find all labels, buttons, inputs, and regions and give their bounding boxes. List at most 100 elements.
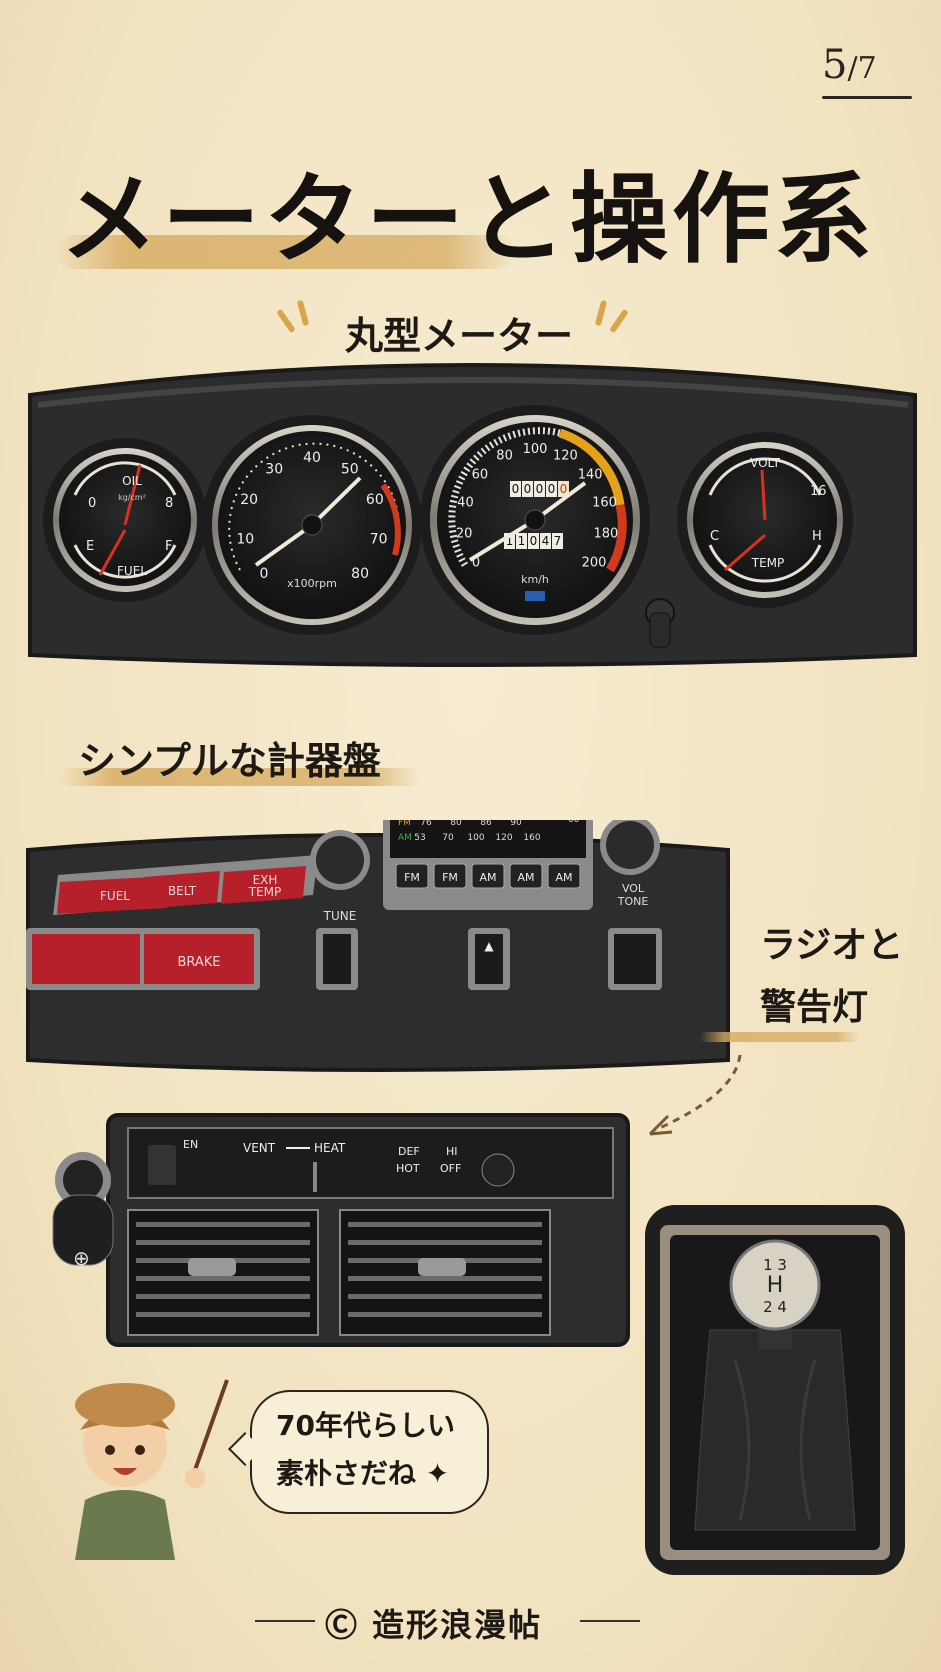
- speed-tick-label: 40: [457, 495, 474, 510]
- warning-lights-row2: BRAKE: [26, 928, 260, 990]
- trip-reset-knob[interactable]: [645, 598, 675, 648]
- sparkle-mark: [594, 299, 608, 327]
- temp-hot: H: [812, 529, 822, 544]
- tone-label: TONE: [617, 895, 649, 908]
- oil-max: 8: [165, 496, 173, 511]
- fan-switch[interactable]: [148, 1145, 176, 1185]
- vent-louver: [348, 1312, 542, 1317]
- volt-max: 16: [810, 484, 827, 499]
- vent-louver: [348, 1240, 542, 1245]
- rocker-switch-left[interactable]: [316, 928, 358, 990]
- dash-heading-brush: [60, 768, 420, 786]
- gear-bottom-label: 2 4: [763, 1298, 787, 1316]
- fm-scale-label: 80: [450, 820, 462, 828]
- guide-character: [75, 1379, 229, 1560]
- hazard-switch[interactable]: ▲: [468, 928, 510, 990]
- speed-tick-label: 0: [472, 555, 480, 570]
- digit-cell: [528, 533, 539, 549]
- speed-tick-label: 80: [496, 449, 513, 464]
- warning-light-label: BELT: [168, 884, 197, 898]
- tach-needle: [254, 523, 314, 567]
- temp-cold: C: [710, 529, 719, 544]
- speed-tick-label: 120: [553, 449, 578, 464]
- odometer-digit: 0: [530, 534, 538, 548]
- temp-slider[interactable]: [313, 1162, 317, 1192]
- tach-tick-label: 60: [366, 492, 384, 508]
- tach-tick-label: 70: [370, 531, 388, 547]
- high-beam-indicator: [525, 591, 545, 601]
- digit-cell: [516, 533, 527, 549]
- digit-cell: [534, 481, 545, 497]
- fm-scale-label: 86: [480, 820, 492, 828]
- radio-heading: ラジオと 警告灯: [760, 915, 903, 1039]
- shift-knob[interactable]: 1 3 H 2 4: [729, 1239, 821, 1331]
- vent-louver: [136, 1240, 310, 1245]
- tune-knob[interactable]: [310, 830, 370, 890]
- speech-bubble: [250, 1390, 489, 1514]
- svg-text:▲: ▲: [484, 939, 494, 953]
- radio-heading-brush: [700, 1032, 860, 1042]
- am-scale-label: 53: [414, 833, 425, 843]
- preset-button[interactable]: [547, 863, 581, 889]
- odometer-digit: 4: [542, 534, 550, 548]
- warning-light-brake: [144, 934, 254, 984]
- volt-needle: [760, 469, 767, 521]
- tach-tick-label: 40: [303, 450, 321, 466]
- digit-cell: [522, 481, 533, 497]
- trip-digit: 0: [548, 482, 556, 496]
- brake-label: BRAKE: [177, 955, 220, 970]
- footer-credit: Ⓒ 造形浪漫帖: [325, 1606, 543, 1644]
- heat-label: HEAT: [314, 1141, 346, 1155]
- digit-cell: [558, 481, 569, 497]
- rocker-switch-right[interactable]: [608, 928, 662, 990]
- fuel-needle: [98, 529, 127, 576]
- am-scale-label: 160: [523, 833, 540, 843]
- fm-scale-label: 76: [420, 820, 432, 828]
- radio-am-band: AM: [398, 833, 412, 843]
- volume-knob[interactable]: [600, 820, 660, 875]
- vent-label: VENT: [243, 1141, 276, 1155]
- fuel-full: F: [165, 539, 172, 554]
- speed-tick-label: 180: [593, 527, 618, 542]
- trip-digit: 0: [524, 482, 532, 496]
- air-vent-right[interactable]: [339, 1209, 551, 1336]
- gear-pattern: H: [767, 1273, 784, 1298]
- odometer-digit: 7: [554, 534, 562, 548]
- tach-tick-label: 20: [240, 492, 258, 508]
- jacket: [75, 1490, 175, 1560]
- speed-tick-label: 200: [582, 555, 607, 570]
- warning-light-label: TEMP: [248, 885, 282, 899]
- odometer-digit: 1: [518, 534, 526, 548]
- def-label: DEF: [398, 1145, 420, 1158]
- digit-cell: [546, 481, 557, 497]
- preset-button[interactable]: [471, 863, 505, 889]
- trip-digit: 0: [512, 482, 520, 496]
- sparkle-mark: [276, 308, 296, 334]
- warning-light-blank: [32, 934, 140, 984]
- heater-knob[interactable]: [481, 1153, 515, 1187]
- tach-tick-label: 80: [351, 566, 369, 582]
- radio-heading-line1: ラジオと: [760, 925, 904, 966]
- air-vent-left[interactable]: [127, 1209, 319, 1336]
- preset-button-label: FM: [404, 871, 420, 884]
- preset-button[interactable]: [509, 863, 543, 889]
- preset-button[interactable]: [433, 863, 467, 889]
- temp-label: TEMP: [751, 556, 785, 570]
- instrument-cluster: OIL kg/cm² 0 8 E F FUEL 0102030405060708…: [28, 363, 917, 667]
- page-current: 5: [822, 42, 848, 88]
- preset-button[interactable]: [395, 863, 429, 889]
- fuel-label: FUEL: [117, 564, 147, 578]
- tach-unit: x100rpm: [287, 577, 337, 590]
- oil-label: OIL: [122, 474, 142, 488]
- cigarette-lighter[interactable]: ⊕: [52, 1152, 114, 1270]
- volt-label: VOLT: [750, 456, 780, 470]
- fuel-empty: E: [86, 539, 94, 554]
